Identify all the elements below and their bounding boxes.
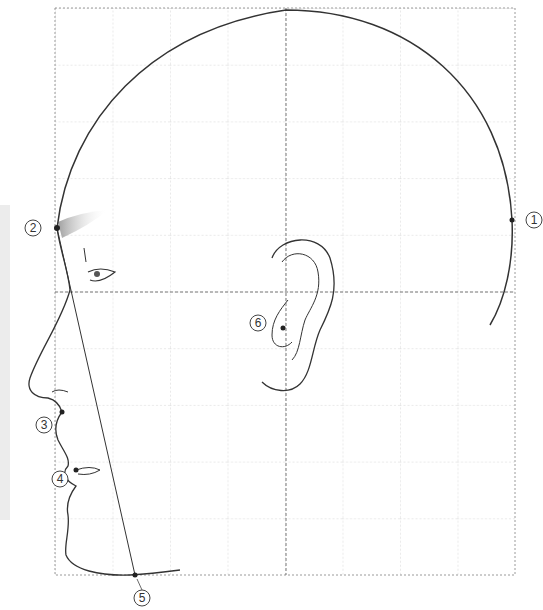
eyebrow-mark xyxy=(84,248,86,262)
callout-number: 2 xyxy=(24,219,42,237)
callout-circle xyxy=(52,471,68,487)
ear xyxy=(262,240,334,391)
callout-number: 1 xyxy=(525,211,543,229)
pupil xyxy=(94,271,100,277)
grid-border xyxy=(55,8,515,575)
facial-line xyxy=(57,228,135,575)
side-band xyxy=(0,205,10,520)
landmark-dot xyxy=(54,225,60,231)
callout-circle xyxy=(134,590,150,606)
brow-shade xyxy=(58,210,108,238)
landmark-dot xyxy=(133,573,138,578)
leader-line xyxy=(137,579,142,590)
callout-number: 6 xyxy=(249,314,267,332)
center-line xyxy=(55,292,515,293)
callout-number: 3 xyxy=(35,416,53,434)
callout-circle xyxy=(250,315,266,331)
grid xyxy=(55,8,515,575)
callout-circle xyxy=(36,417,52,433)
face-profile xyxy=(29,228,180,575)
head-outline xyxy=(57,10,512,325)
landmark-dot xyxy=(74,468,79,473)
eye xyxy=(88,269,115,281)
nostril xyxy=(52,390,68,392)
callout-circle xyxy=(25,220,41,236)
landmark-dot xyxy=(510,218,515,223)
callout-circle xyxy=(526,212,542,228)
ear-tragus xyxy=(272,300,292,347)
lips xyxy=(76,468,100,475)
landmark-dot xyxy=(60,410,65,415)
callout-number: 5 xyxy=(133,589,151,607)
landmark-dot xyxy=(281,326,286,331)
callout-number: 4 xyxy=(51,470,69,488)
ear-inner xyxy=(282,254,319,360)
